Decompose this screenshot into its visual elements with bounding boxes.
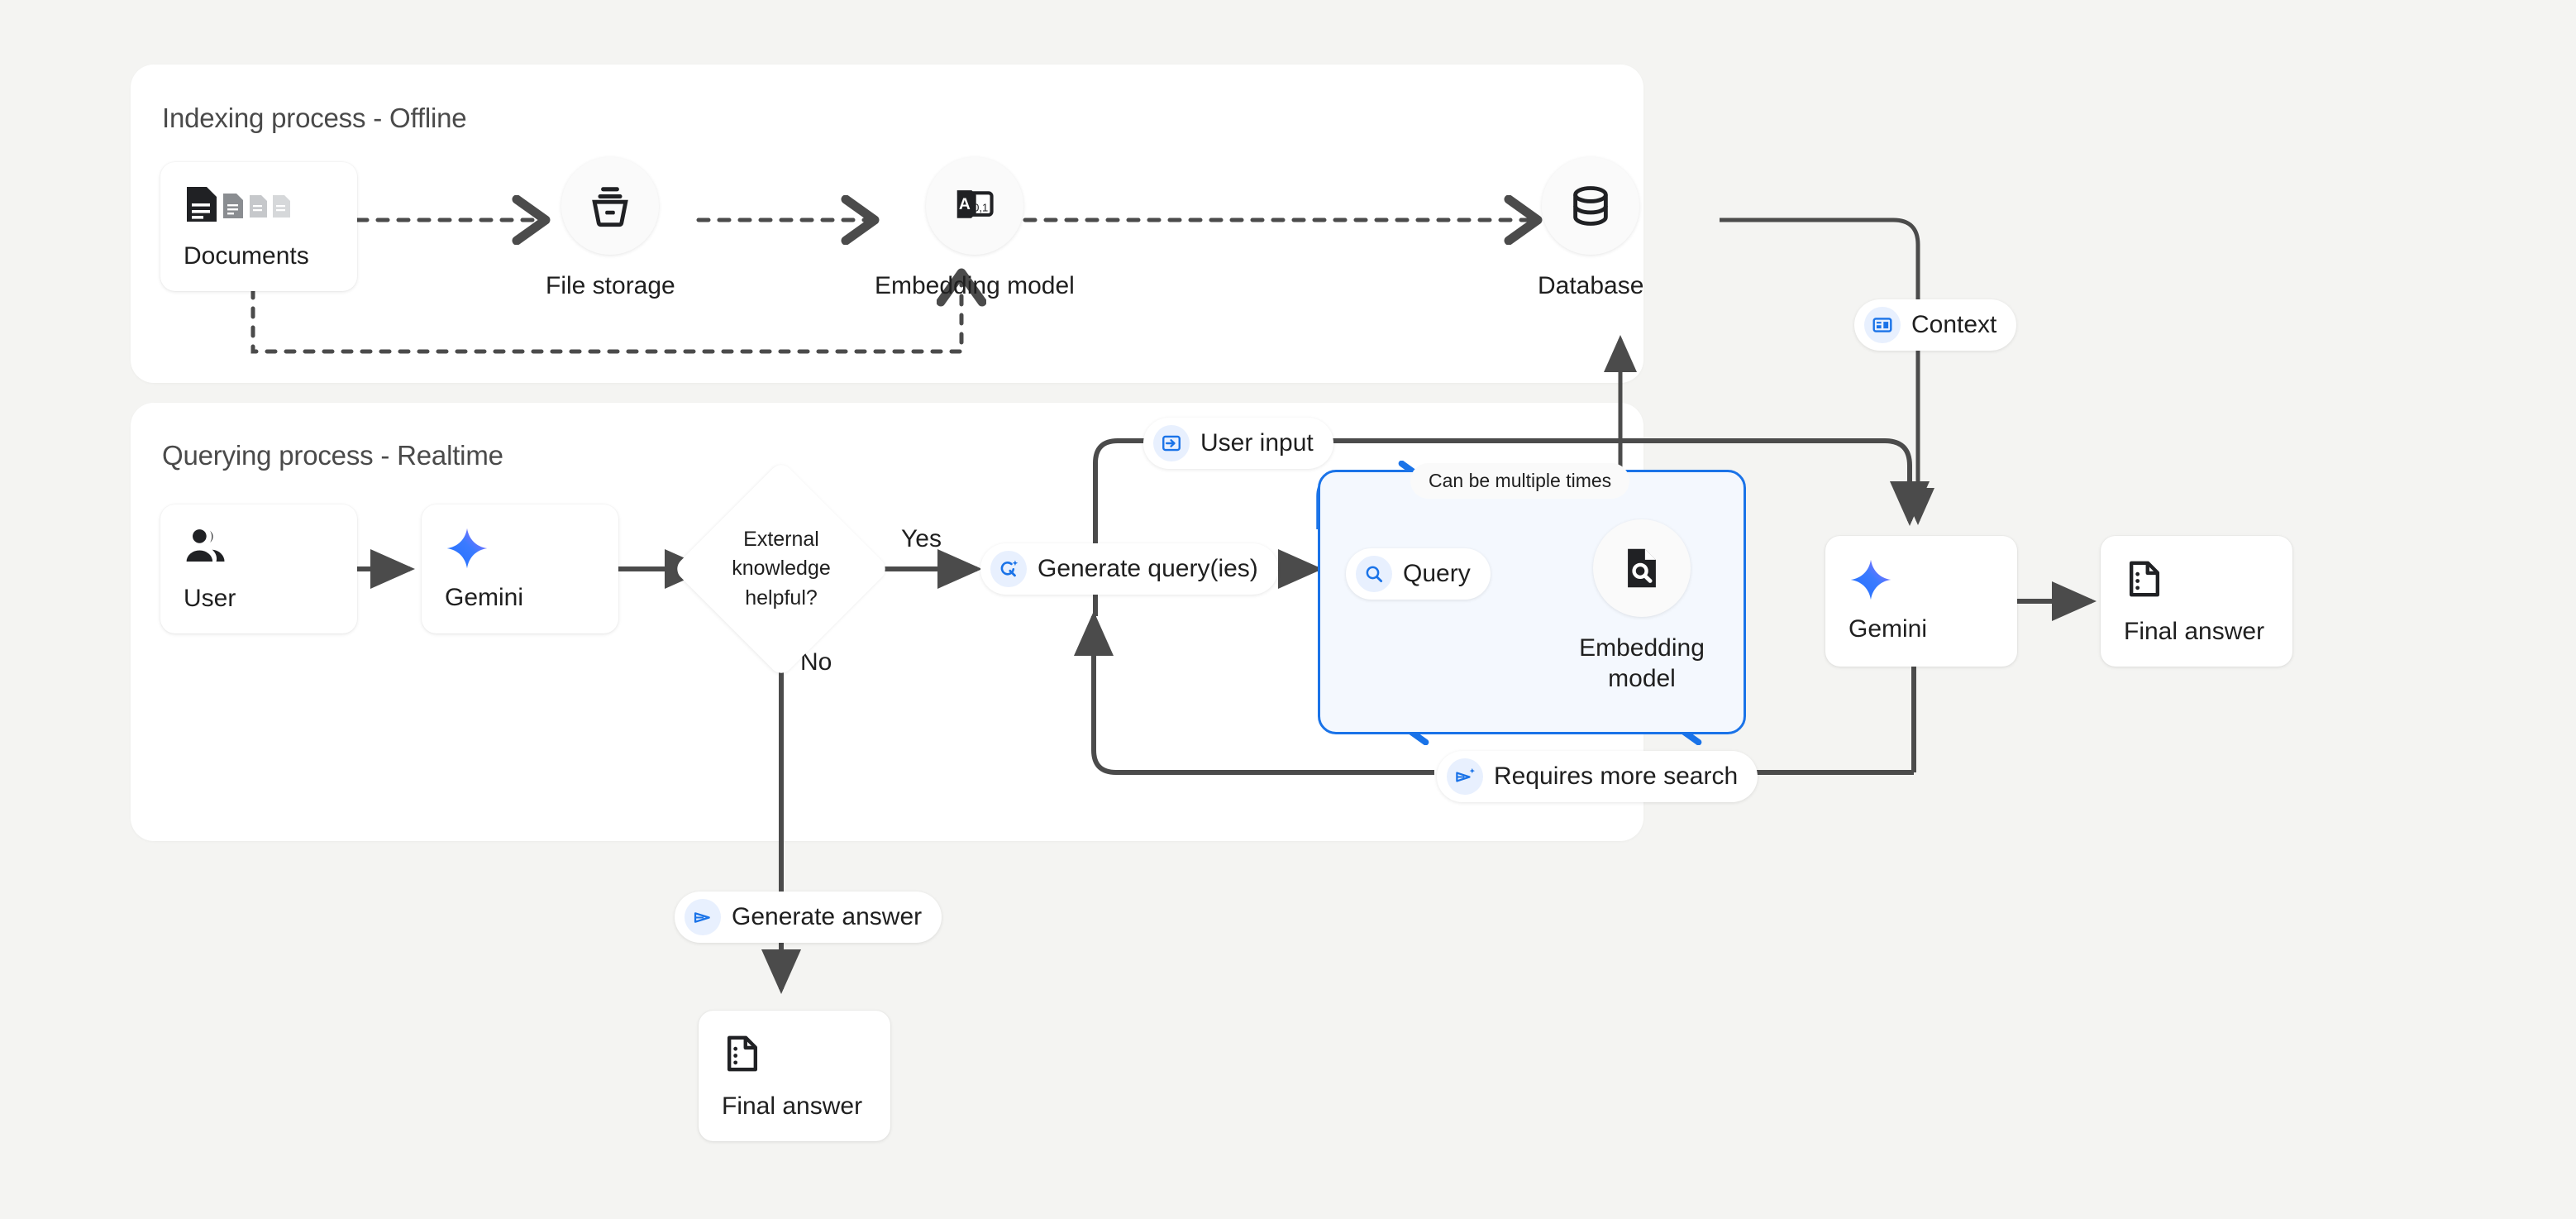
final-answer-icon [722, 1035, 763, 1078]
gemini-star-icon [445, 526, 595, 571]
node-final-answer-bottom-label: Final answer [722, 1092, 863, 1120]
node-final-answer-bottom[interactable]: Final answer [699, 1011, 890, 1141]
node-gemini-1[interactable]: Gemini [422, 504, 618, 633]
node-final-answer-right-label: Final answer [2124, 618, 2265, 645]
node-decision-external-knowledge[interactable]: External knowledge helpful? [672, 460, 890, 678]
pill-query-label: Query [1403, 560, 1471, 587]
embedding-model-icon: 0,1 A [925, 157, 1023, 255]
pill-user-input-label: User input [1200, 429, 1314, 457]
search-sparkle-icon [990, 551, 1027, 587]
pill-requires-more-search-label: Requires more search [1494, 762, 1739, 790]
node-database-label: Database [1538, 272, 1644, 299]
node-gemini-2[interactable]: Gemini [1825, 536, 2017, 667]
node-file-storage-label: File storage [546, 272, 675, 299]
panel-querying-title: Querying process - Realtime [162, 440, 503, 471]
node-embedding-model-label: Embedding model [875, 272, 1075, 299]
pill-generate-answer[interactable]: Generate answer [675, 892, 942, 943]
edge-label-yes: Yes [901, 525, 942, 552]
node-database[interactable]: Database [1538, 157, 1643, 302]
pill-generate-answer-label: Generate answer [732, 903, 923, 930]
gemini-star-icon [1849, 557, 1994, 602]
send-icon [685, 899, 721, 935]
node-final-answer-right[interactable]: Final answer [2101, 536, 2292, 667]
document-search-icon [1593, 519, 1691, 617]
panel-indexing-title: Indexing process - Offline [162, 103, 467, 133]
input-arrow-icon [1153, 425, 1190, 461]
svg-text:0,1: 0,1 [973, 201, 988, 213]
loop-note-label: Can be multiple times [1410, 463, 1630, 499]
node-embedding-model-query[interactable]: Embedding model [1572, 519, 1712, 694]
pill-generate-queries[interactable]: Generate query(ies) [980, 543, 1278, 595]
node-embedding-model[interactable]: 0,1 A Embedding model [875, 157, 1075, 302]
svg-text:A: A [959, 196, 971, 213]
pill-context[interactable]: Context [1854, 299, 2017, 351]
node-decision-label: External knowledge helpful? [732, 527, 831, 610]
pill-query[interactable]: Query [1346, 548, 1491, 600]
node-gemini-1-label: Gemini [445, 584, 524, 611]
node-file-storage[interactable]: File storage [546, 157, 675, 302]
pill-requires-more-search[interactable]: Requires more search [1437, 751, 1758, 802]
edge-database-to-gemini-context [1720, 218, 1934, 525]
node-user-label: User [184, 585, 236, 612]
final-answer-icon [2124, 561, 2165, 604]
send-sparkle-icon [1447, 758, 1483, 795]
documents-icon [184, 187, 308, 228]
file-storage-icon [561, 157, 660, 255]
context-panel-icon [1864, 307, 1901, 343]
node-documents[interactable]: Documents [160, 162, 357, 291]
database-icon [1542, 157, 1640, 255]
pill-context-label: Context [1911, 311, 1997, 338]
user-group-icon [184, 529, 228, 571]
node-embedding-model-query-label: Embedding model [1579, 634, 1705, 692]
pill-generate-queries-label: Generate query(ies) [1038, 555, 1258, 582]
node-gemini-2-label: Gemini [1849, 615, 1928, 643]
pill-user-input[interactable]: User input [1143, 418, 1333, 469]
node-documents-label: Documents [184, 242, 309, 270]
search-icon [1356, 556, 1392, 592]
node-user[interactable]: User [160, 504, 357, 633]
